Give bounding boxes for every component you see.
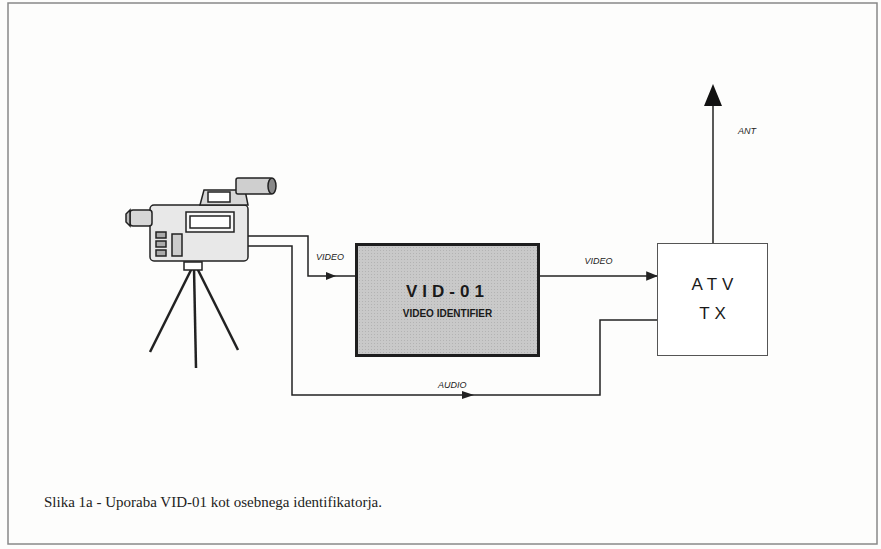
signal-connector (540, 275, 657, 277)
signal-label: ANT (736, 126, 758, 136)
antenna-mast (712, 100, 714, 243)
figure-caption: Slika 1a - Uporaba VID-01 kot osebnega i… (44, 494, 382, 511)
camera-tripod (150, 262, 238, 368)
box-subtitle: VIDEO IDENTIFIER (403, 308, 492, 319)
wire-arrow (462, 391, 474, 399)
antenna-symbol (704, 84, 722, 106)
identifier-box: VID-01VIDEO IDENTIFIER (355, 243, 540, 357)
box-title: VID-01 (406, 282, 489, 302)
wire-arrow (326, 272, 336, 280)
video-wire (248, 236, 355, 276)
transmitter-box: ATV TX (657, 243, 768, 356)
video-camera (126, 178, 276, 261)
signal-label: VIDEO (582, 256, 614, 266)
box-title: ATV TX (680, 271, 745, 329)
signal-label: VIDEO (314, 252, 346, 262)
frame-border (8, 3, 877, 544)
signal-label: AUDIO (436, 380, 469, 390)
